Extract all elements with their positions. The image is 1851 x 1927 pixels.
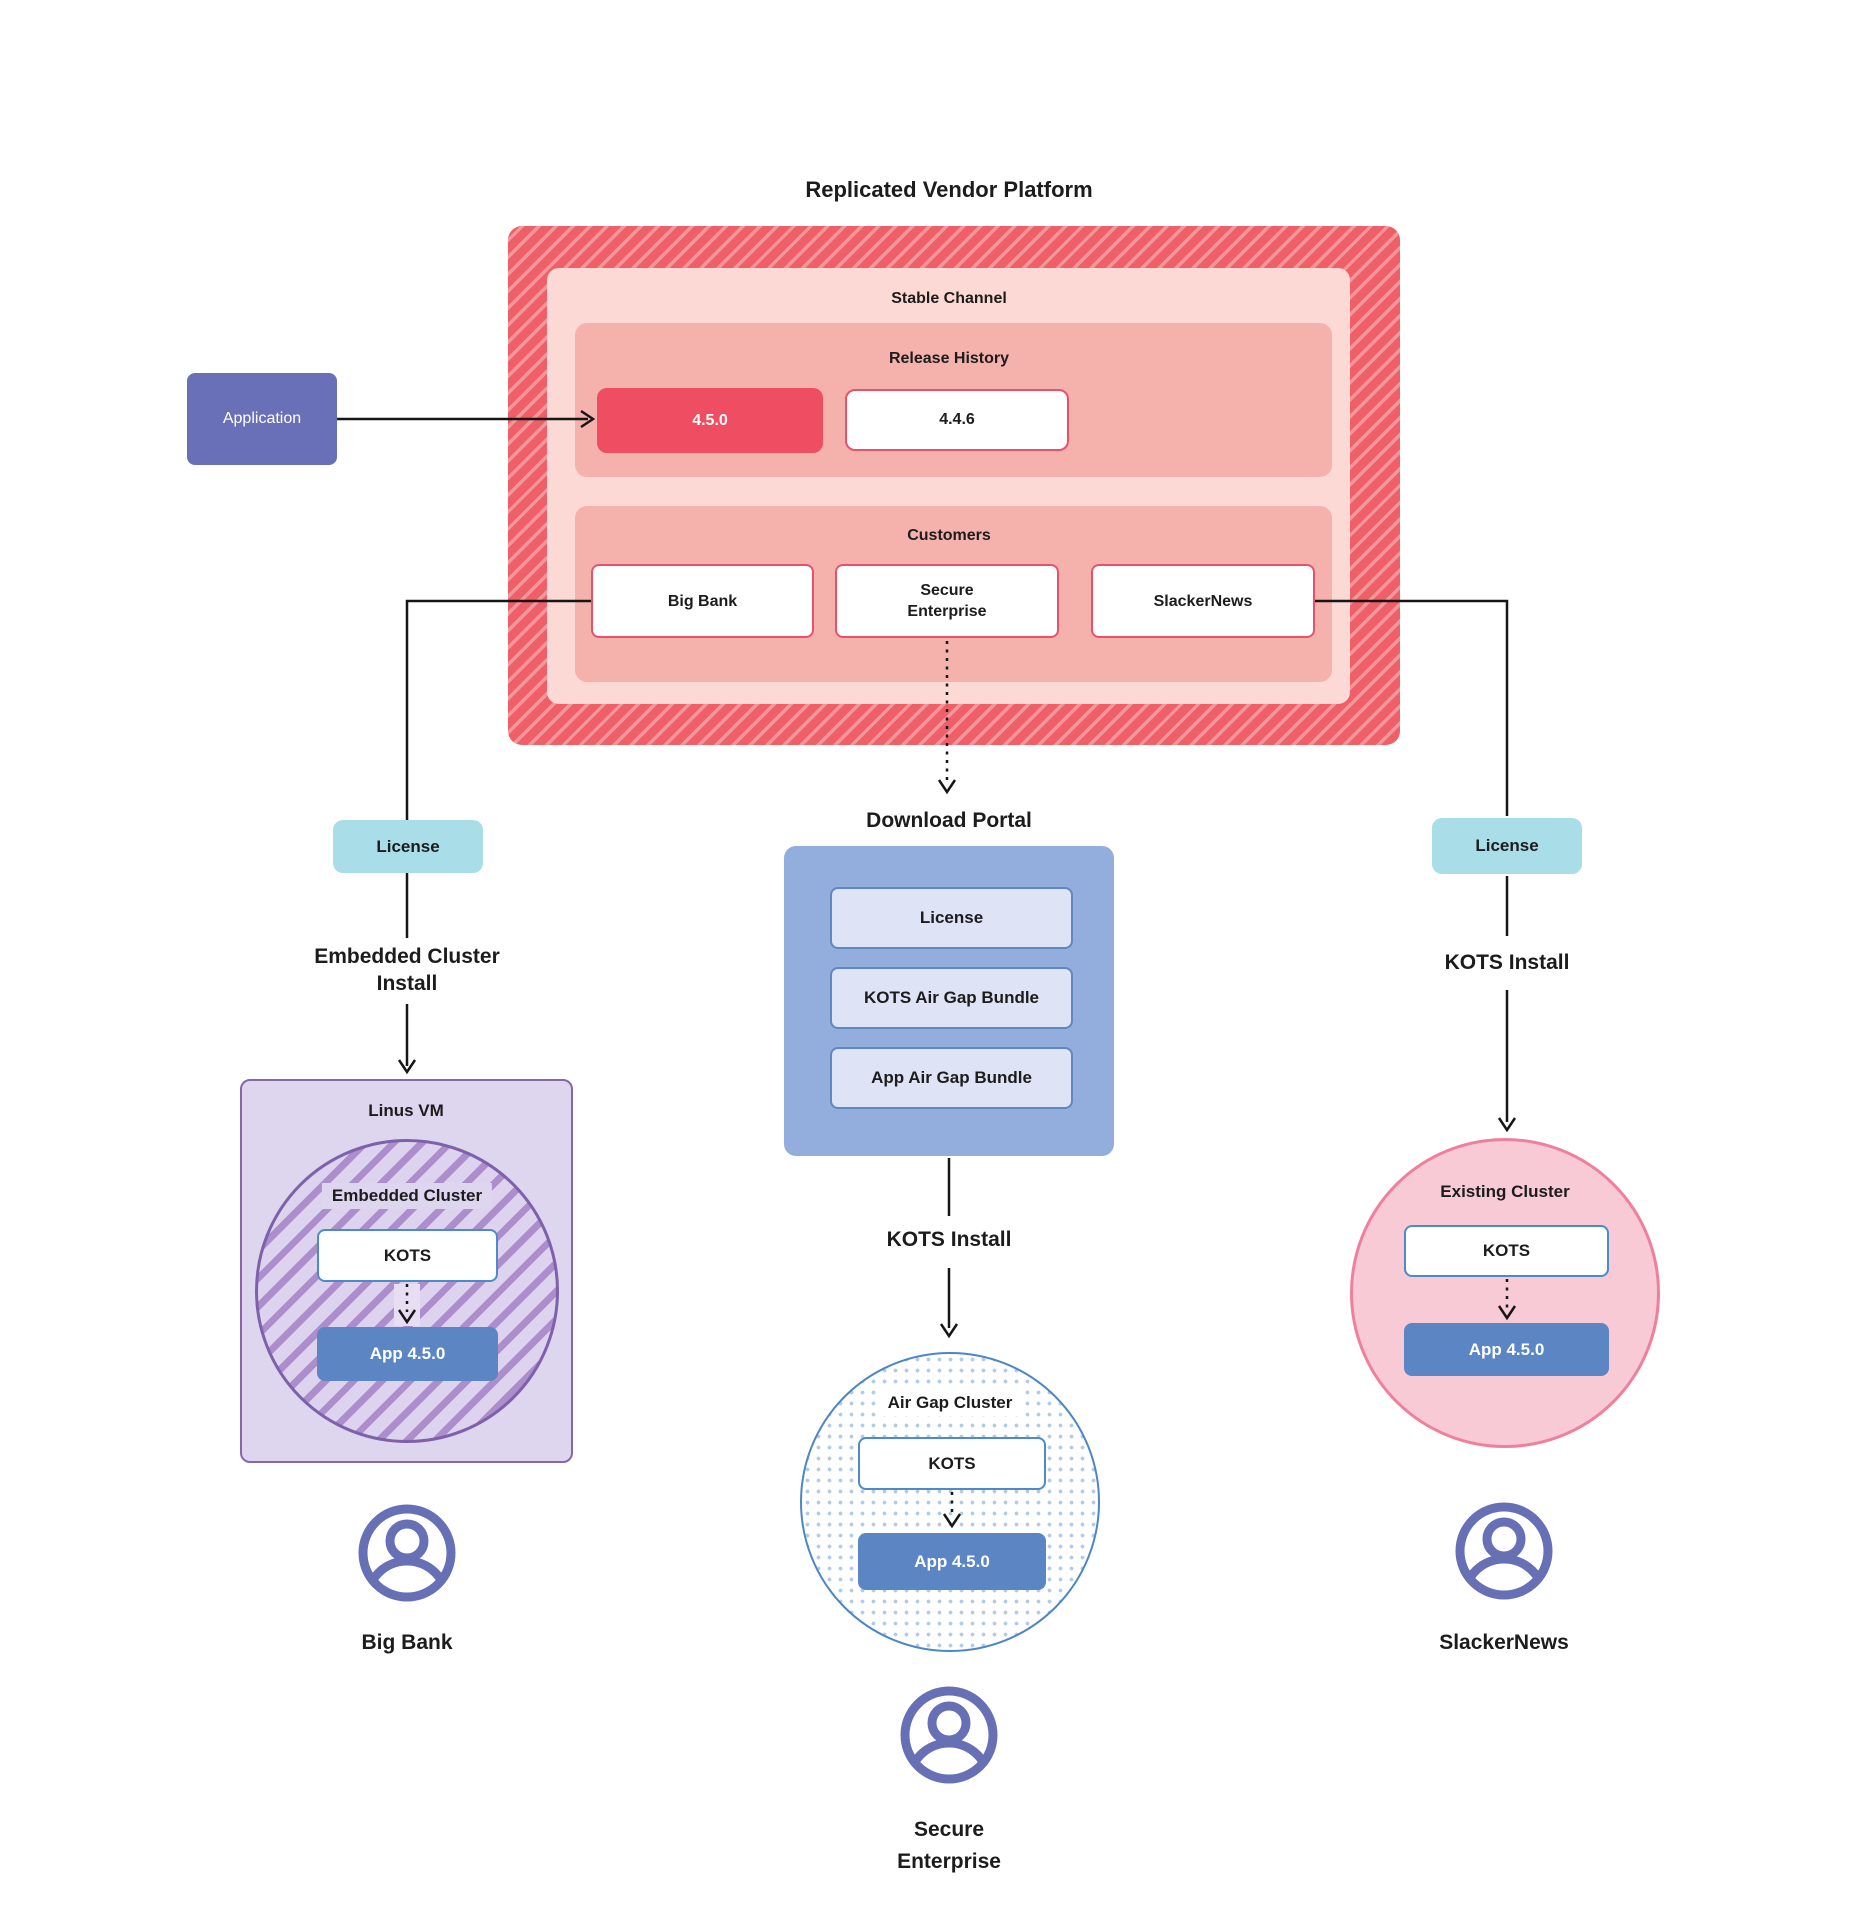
left-license-node: License <box>333 820 483 873</box>
customer-secure-enterprise-label: Secure Enterprise <box>907 582 987 620</box>
linux-vm-label: Linus VM <box>368 1101 444 1120</box>
center-kots-install-label: KOTS Install <box>886 1228 1012 1251</box>
embedded-install-arrowhead <box>397 1059 417 1075</box>
center-kots-node: KOTS <box>858 1437 1046 1490</box>
portal-app-airgap-node: App Air Gap Bundle <box>830 1047 1073 1109</box>
portal-license-node: License <box>830 887 1073 949</box>
left-kots-node: KOTS <box>317 1229 498 1282</box>
customer-secure-enterprise-node: Secure Enterprise <box>835 564 1059 638</box>
right-kots-install-label: KOTS Install <box>1444 951 1570 974</box>
air-gap-cluster-label: Air Gap Cluster <box>877 1390 1023 1416</box>
stable-channel-label: Stable Channel <box>891 290 1007 307</box>
download-portal-label: Download Portal <box>866 809 1032 832</box>
customer-slackernews-label: SlackerNews <box>1153 592 1253 610</box>
secure-enterprise-user-icon <box>897 1683 1001 1787</box>
application-node: Application <box>187 373 337 465</box>
secure-enterprise-user-line2: Enterprise <box>897 1850 1001 1873</box>
embedded-cluster-install-line2: Install <box>376 972 438 995</box>
existing-cluster-label: Existing Cluster <box>1440 1182 1570 1201</box>
big-bank-user-icon <box>355 1501 459 1605</box>
portal-kots-airgap-node: KOTS Air Gap Bundle <box>830 967 1073 1029</box>
release-450-node: 4.5.0 <box>597 388 823 453</box>
embedded-cluster-install-label: Embedded Cluster Install <box>314 943 500 997</box>
page-title: Replicated Vendor Platform <box>805 177 1093 202</box>
embedded-cluster-label: Embedded Cluster <box>321 1183 493 1209</box>
customer-big-bank-label: Big Bank <box>667 592 738 610</box>
center-install-arrowhead <box>939 1323 959 1339</box>
existing-cluster-circle <box>1350 1138 1660 1448</box>
slackernews-user-label: SlackerNews <box>1439 1631 1569 1654</box>
secure-enterprise-user-line1: Secure <box>913 1818 985 1841</box>
left-app-node: App 4.5.0 <box>317 1327 498 1381</box>
arrow-backdrop <box>394 1284 420 1326</box>
release-history-label: Release History <box>888 350 1010 367</box>
customers-label: Customers <box>907 527 991 544</box>
customer-big-bank-node: Big Bank <box>591 564 814 638</box>
right-kots-node: KOTS <box>1404 1225 1609 1277</box>
big-bank-user-label: Big Bank <box>361 1631 453 1654</box>
secure-enterprise-user-label: Secure Enterprise <box>897 1814 1001 1878</box>
release-446-node: 4.4.6 <box>845 389 1069 451</box>
secure-portal-arrowhead <box>937 779 957 795</box>
center-app-node: App 4.5.0 <box>858 1533 1046 1590</box>
right-app-node: App 4.5.0 <box>1404 1323 1609 1376</box>
right-install-arrowhead <box>1497 1117 1517 1133</box>
customer-slackernews-node: SlackerNews <box>1091 564 1315 638</box>
embedded-cluster-install-line1: Embedded Cluster <box>314 945 500 968</box>
slackernews-user-icon <box>1452 1499 1556 1603</box>
right-license-node: License <box>1432 818 1582 874</box>
